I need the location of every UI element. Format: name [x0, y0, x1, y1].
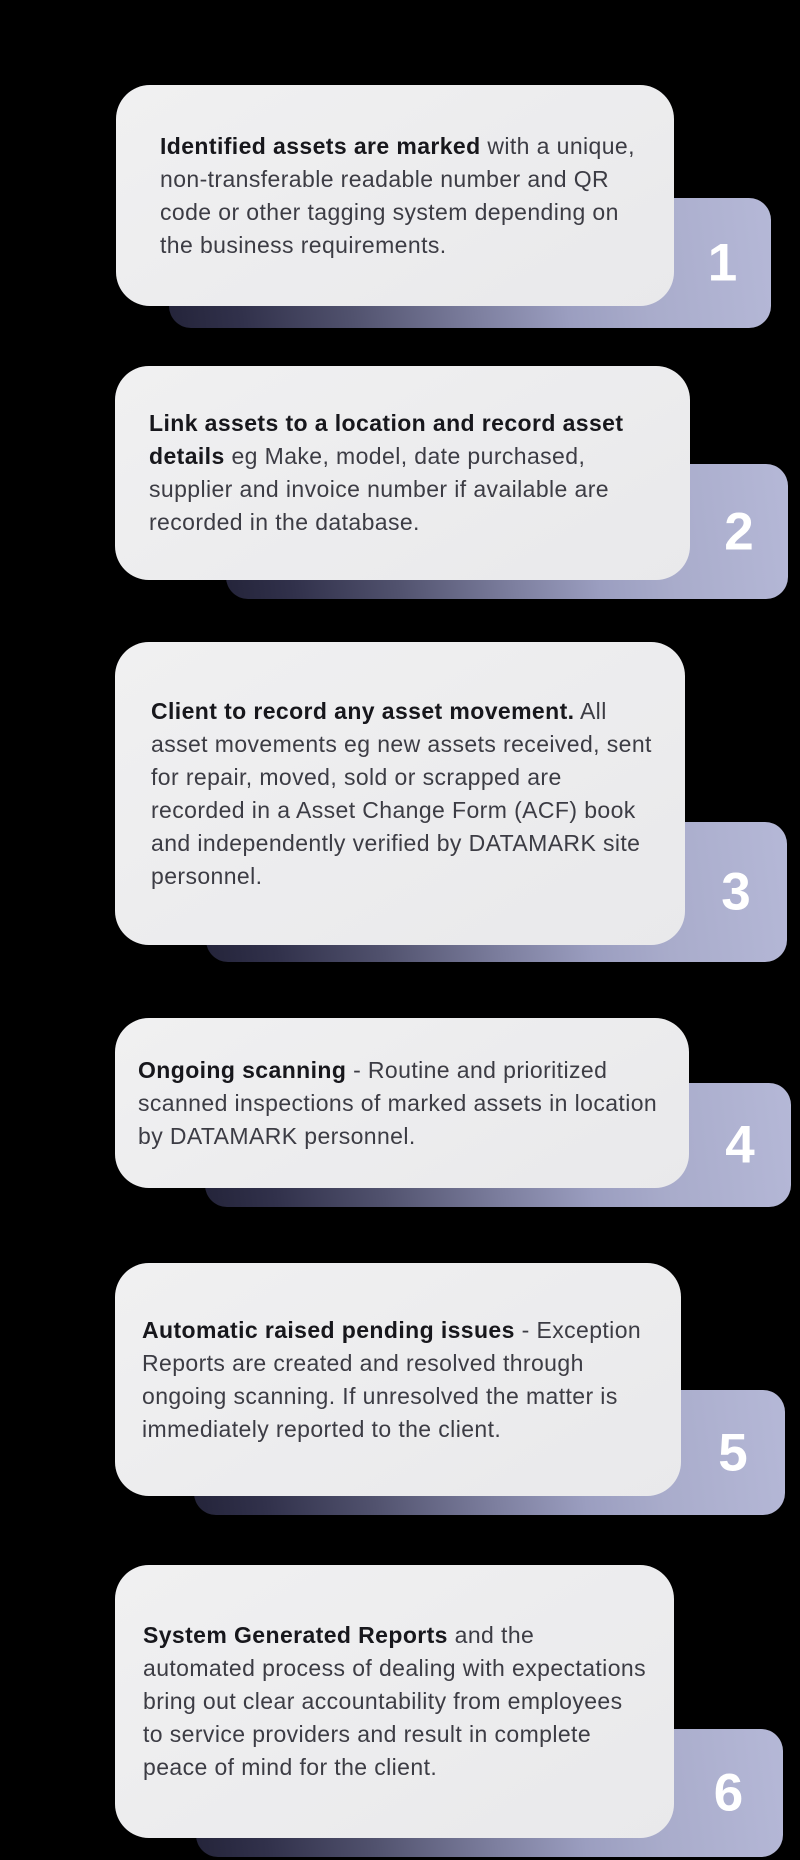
step-5-body: - Exception Reports are created and reso…	[142, 1316, 642, 1442]
step-3-text: Client to record any asset movement. All…	[151, 695, 659, 893]
step-3-card: Client to record any asset movement. All…	[115, 642, 685, 945]
step-2-card: Link assets to a location and record ass…	[115, 366, 690, 580]
step-5-card: Automatic raised pending issues - Except…	[115, 1263, 681, 1496]
step-4-body: - Routine and prioritized scanned inspec…	[138, 1056, 658, 1149]
step-2-number: 2	[724, 502, 754, 561]
step-1-body: with a unique, non-transferable readable…	[160, 132, 635, 258]
step-6-heading: System Generated Reports	[143, 1622, 448, 1648]
step-3-number: 3	[721, 862, 751, 922]
step-6-card: System Generated Reports and the automat…	[115, 1565, 674, 1838]
step-2-heading: Link assets to a location and record ass…	[149, 410, 624, 469]
step-2-text: Link assets to a location and record ass…	[149, 407, 664, 539]
step-1-number: 1	[707, 233, 738, 293]
step-3-heading: Client to record any asset movement.	[151, 697, 575, 724]
step-2-body: eg Make, model, date purchased, supplier…	[149, 443, 609, 535]
step-1-heading: Identified assets are marked	[160, 132, 481, 159]
step-4-number: 4	[725, 1115, 755, 1175]
step-6-text: System Generated Reports and the automat…	[143, 1619, 648, 1784]
step-4-text: Ongoing scanning - Routine and prioritiz…	[138, 1054, 663, 1153]
step-5-heading: Automatic raised pending issues	[142, 1316, 515, 1343]
step-6-body: and the automated process of dealing wit…	[143, 1622, 646, 1780]
step-3-body: All asset movements eg new assets receiv…	[151, 697, 652, 889]
step-5-number: 5	[718, 1423, 748, 1482]
step-6-number: 6	[713, 1763, 744, 1823]
step-1-text: Identified assets are marked with a uniq…	[160, 130, 648, 262]
step-5-text: Automatic raised pending issues - Except…	[142, 1314, 655, 1446]
step-4-heading: Ongoing scanning	[138, 1056, 347, 1083]
step-4-card: Ongoing scanning - Routine and prioritiz…	[115, 1018, 689, 1188]
step-1-card: Identified assets are marked with a uniq…	[116, 85, 674, 306]
